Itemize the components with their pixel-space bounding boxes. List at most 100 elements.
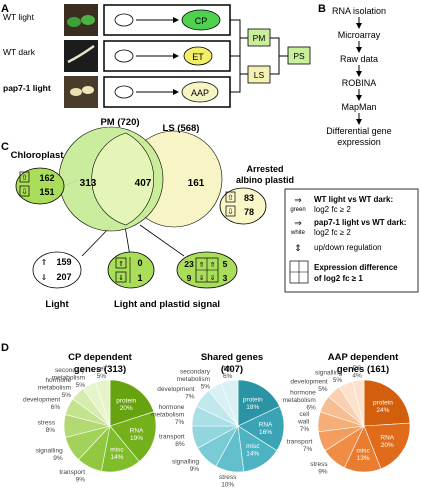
pie-slice-value: 4% [352, 373, 362, 380]
pie-slice-label: metabolism [177, 376, 210, 383]
pie-slice-value: 5% [201, 384, 211, 391]
pie-slice-label: secondary [55, 367, 86, 374]
pie-slice-label: protein [116, 397, 136, 404]
pie-slice-value: 7% [300, 426, 310, 433]
pie-slice-value: 5% [318, 386, 328, 393]
chloroplast-node [15, 167, 65, 205]
pie-slice-value: 7% [303, 446, 313, 453]
pie-slice-cell [95, 379, 111, 427]
pie-slice-label: stress [219, 474, 237, 481]
pie-slice-label: RNA [380, 435, 394, 442]
chloroplast-down-count: 151 [39, 187, 54, 197]
pie-slice-value: 5% [333, 377, 343, 384]
plastid-cp-label: CP [195, 16, 208, 26]
venn-pm-only-count: 313 [80, 178, 97, 189]
pie-slice-label: protein [373, 400, 393, 407]
venn-shared-count: 407 [135, 178, 152, 189]
pie-slice-value: 19% [130, 435, 143, 442]
plastid-aap-label: AAP [191, 88, 209, 98]
row-label-wt-light: WT light [3, 12, 35, 22]
pie-slice-label: metabolism [151, 412, 184, 419]
pie-slice-RNA [109, 411, 157, 462]
pie-slice-label: protein [243, 396, 263, 403]
pie-slice-label: PS [223, 366, 232, 373]
light-up-count: 159 [56, 257, 71, 267]
pm-label: PM [253, 33, 266, 43]
pie-slice-value: 9% [76, 476, 86, 483]
light-plastid-up-count: 0 [137, 258, 142, 268]
pie-aap-title-1: AAP dependent [328, 352, 399, 363]
light-plastid-diff-a: 23 [184, 259, 194, 269]
albino-up-count: 83 [244, 193, 254, 203]
down-arrow-icon: ⇓ [210, 274, 216, 282]
venn-ls-only-count: 161 [188, 178, 205, 189]
albino-title-2: albino plastid [236, 175, 294, 185]
venn-ls-title: LS (568) [163, 123, 200, 134]
pie-slice-value: 9% [190, 466, 200, 473]
step-rna: RNA isolation [332, 6, 386, 16]
pie-slice-value: 8% [46, 427, 56, 434]
pie-slice-PS [220, 379, 239, 427]
step-microarray: Microarray [338, 30, 381, 40]
plastid-et-label: ET [192, 52, 204, 62]
chloroplast-up-count: 162 [39, 173, 54, 183]
pie-slice-label: metabolism [52, 375, 85, 382]
plastid-cp [181, 9, 221, 31]
albino-title-1: Arrested [246, 164, 283, 174]
light-title: Light [45, 299, 69, 310]
albino-node [219, 187, 267, 225]
ls-label: LS [254, 70, 265, 80]
row-label-wt-dark: WT dark [3, 47, 36, 57]
down-arrow-icon: ⇩ [227, 207, 233, 216]
pie-aap-title-2: genes (161) [337, 364, 389, 375]
pie-slice-label: metabolism [38, 385, 71, 392]
up-arrow-icon: ⇑ [41, 258, 48, 267]
pie-slice-value: 20% [120, 405, 133, 412]
pie-slice-value: 5% [76, 382, 86, 389]
proplastid-icon [114, 49, 134, 63]
up-arrow-icon: ⇧ [227, 193, 233, 202]
light-plastid-diff-c: 9 [187, 273, 192, 283]
pie-slice-label: cell [97, 365, 107, 372]
pie-slice-label: RNA [130, 428, 144, 435]
pie-slice-PS [352, 379, 365, 427]
legend-1-line1: WT light vs WT dark: [314, 195, 393, 204]
step-mapman: MapMan [341, 102, 376, 112]
light-node [32, 251, 82, 289]
pie-slice-value: 7% [175, 419, 185, 426]
legend-4-line2: of log2 fc ≥ 1 [314, 274, 363, 283]
pie-slice-value: 5% [97, 373, 107, 380]
pie-slice-label: PS [353, 365, 362, 372]
right-arrow-icon: ⇒ [294, 218, 302, 228]
down-arrow-icon: ⇓ [41, 273, 48, 282]
legend-1-line2: log2 fc ≥ 2 [314, 205, 351, 214]
pie-slice-label: signalling [36, 448, 63, 455]
step-expression: expression [337, 137, 381, 147]
pie-slice-label: hormone [159, 404, 185, 411]
ps-box [287, 46, 311, 65]
up-down-arrow-icon: ⇕ [294, 243, 302, 253]
legend-2-line2: log2 fc ≥ 2 [314, 228, 351, 237]
albino-down-count: 78 [244, 207, 254, 217]
legend-3-line1: up/down regulation [314, 243, 382, 252]
pie-slice-label: development [290, 379, 327, 386]
pie-slice-label: stress [38, 420, 56, 427]
step-differential: Differential gene [326, 126, 391, 136]
plastid-aap [181, 81, 219, 103]
pie-cp-dependent: protein20%RNA19%misc14%transport9%signal… [23, 365, 157, 483]
up-arrow-icon: ⇑ [118, 260, 124, 268]
legend-white-word: white [290, 230, 306, 236]
legend-4-line1: Expression difference [314, 263, 398, 272]
pie-slice-label: RNA [259, 422, 273, 429]
up-arrow-icon: ⇑ [210, 261, 216, 269]
pie-slice-label: development [23, 396, 60, 403]
pie-slice-value: 14% [110, 454, 123, 461]
pie-slice-label: misc [246, 443, 260, 450]
pie-slice-label: transport [287, 438, 313, 445]
pie-slice-label: hormone [45, 377, 71, 384]
light-plastid-title: Light and plastid signal [114, 299, 220, 310]
pie-aap-dependent: protein24%RNA20%misc13%stress9%transport… [283, 365, 411, 476]
down-arrow-icon: ⇓ [199, 274, 205, 282]
pie-slice-value: 5% [62, 392, 72, 399]
pie-slice-label: misc [356, 447, 370, 454]
